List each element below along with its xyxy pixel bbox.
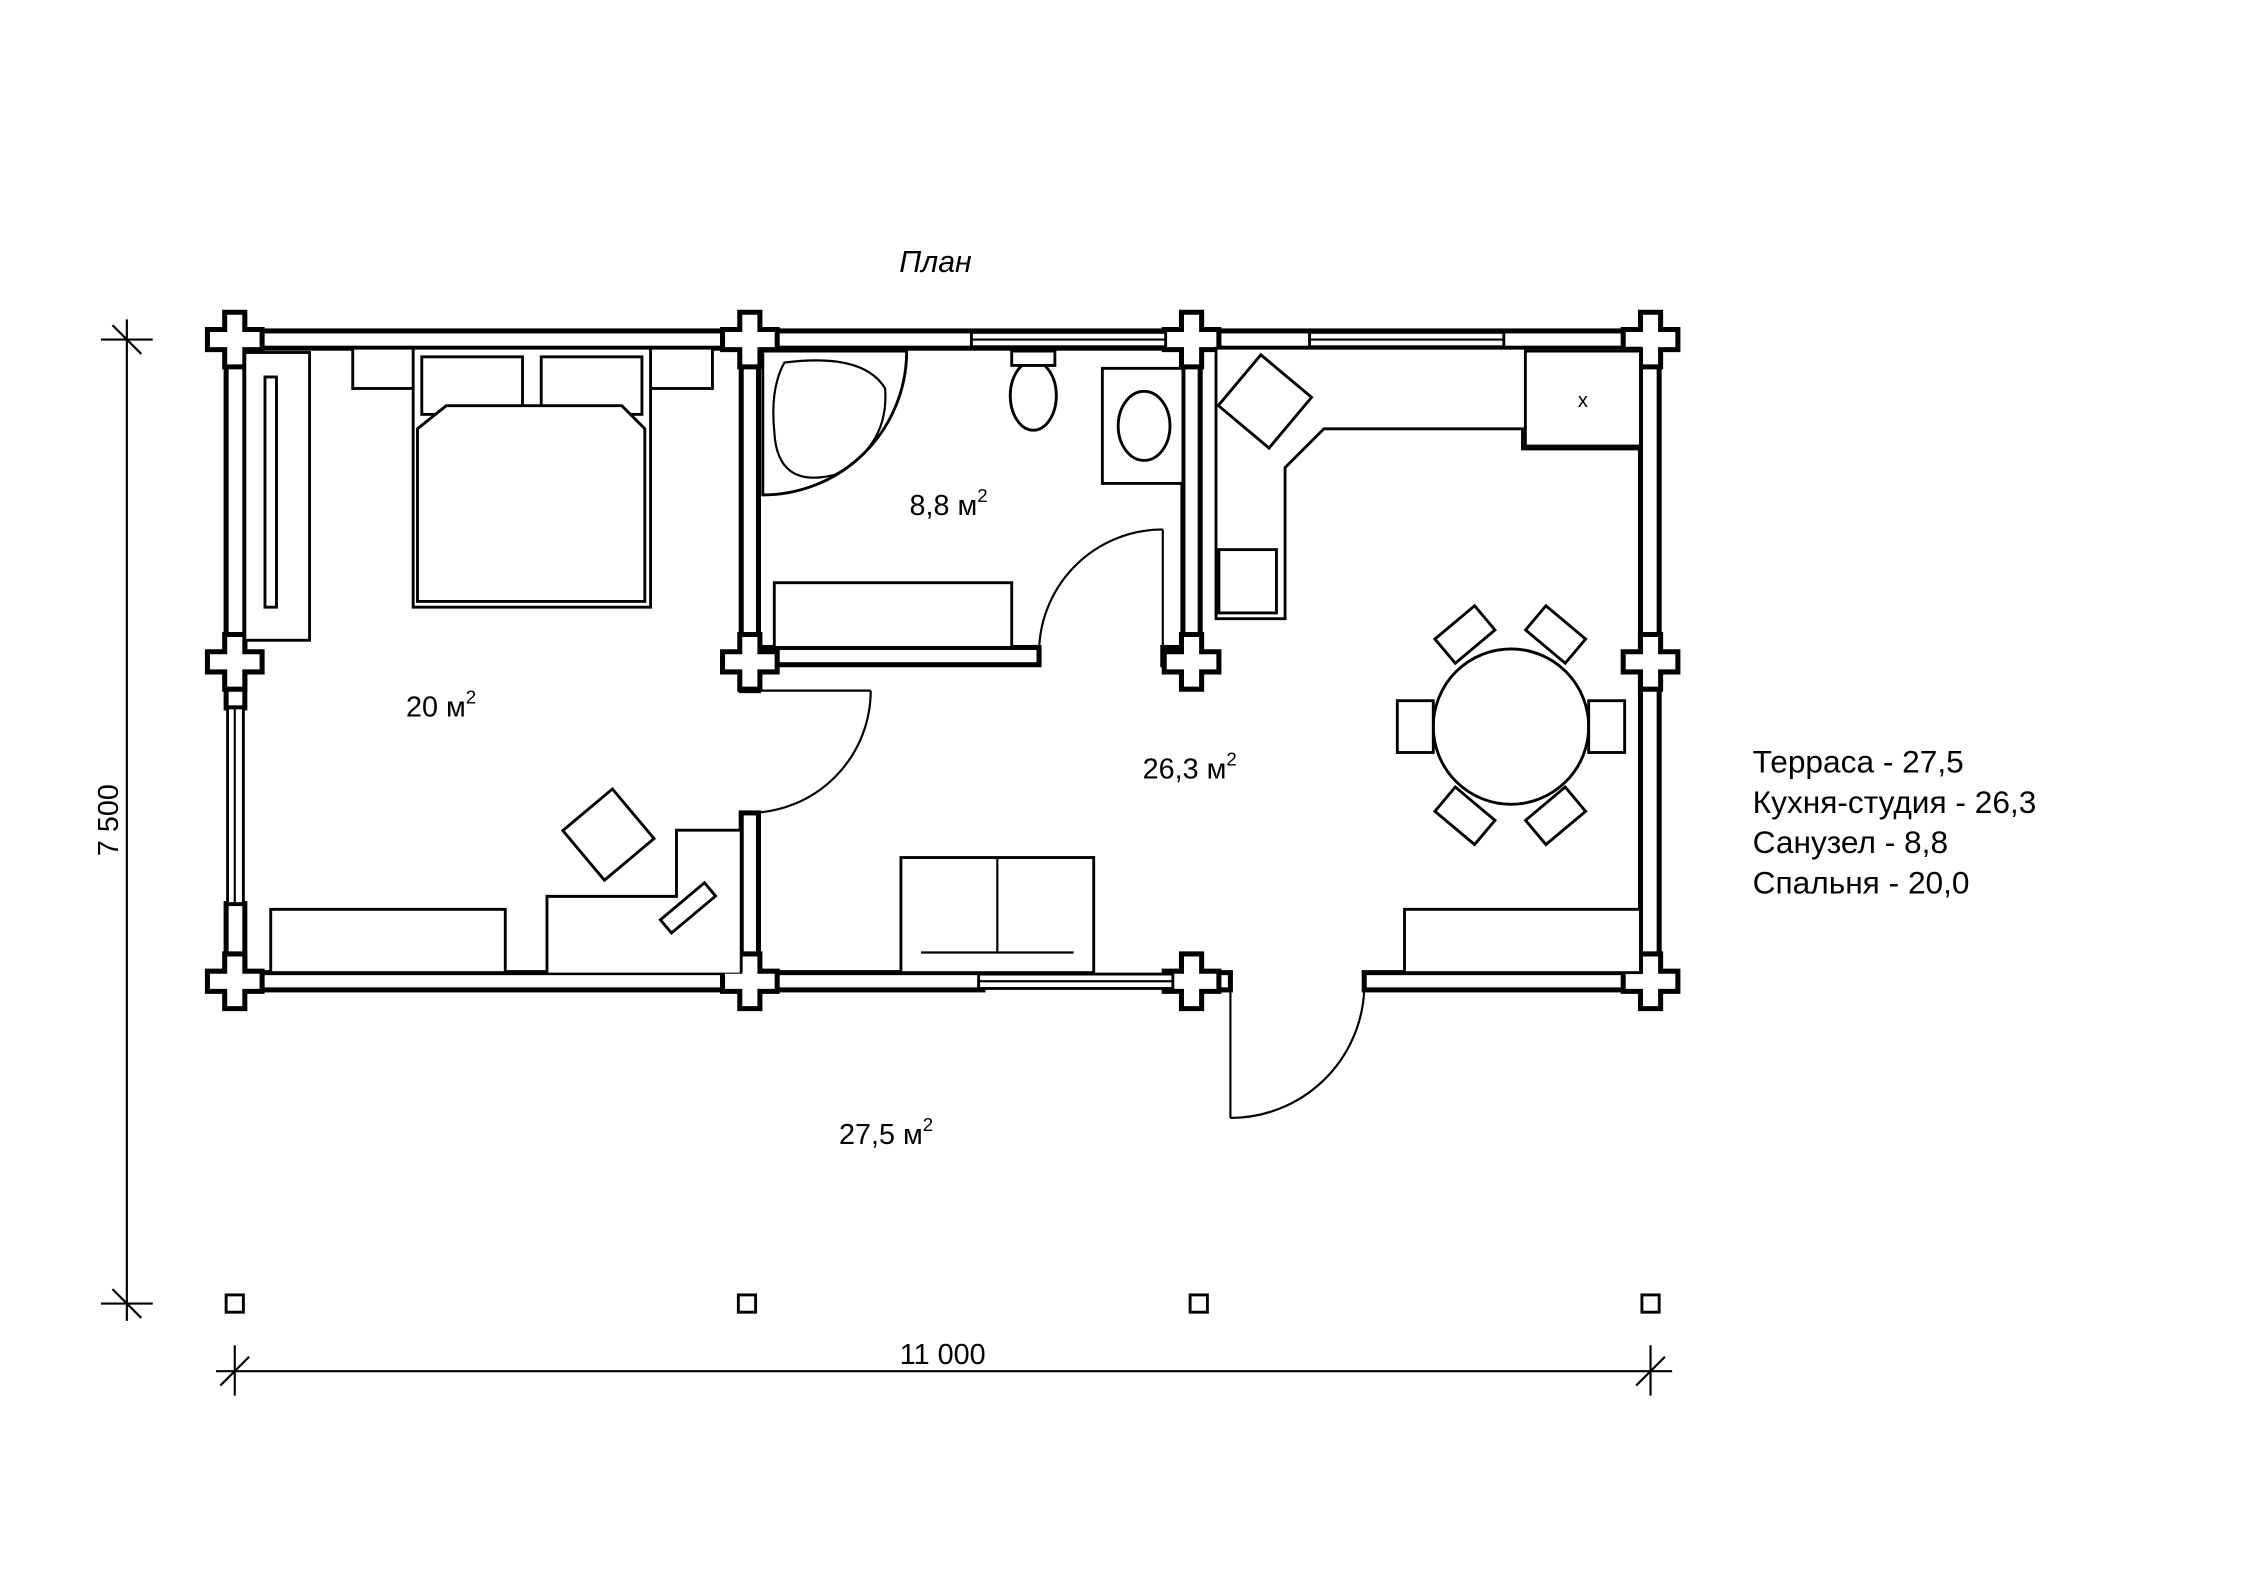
log-corner [719,631,780,692]
legend-item: Спальня - 20,0 [1753,864,1970,900]
log-corner [1161,309,1222,370]
log-corner [1161,631,1222,692]
bathroom-area: 8,8 м2 [910,485,988,522]
height-dimension: 7 500 [93,784,125,856]
terrace-area: 27,5 м2 [839,1114,933,1151]
area-legend: Терраса - 27,5 Кухня-студия - 26,3 Сануз… [1753,744,2037,901]
log-corner [719,309,780,370]
log-corner [1620,631,1681,692]
log-corner [204,951,265,1012]
bathroom-fixtures [761,349,1185,649]
kitchen-furniture [899,346,1642,975]
width-dimension: 11 000 [900,1339,986,1371]
log-corner [1620,309,1681,370]
legend-item: Кухня-студия - 26,3 [1753,784,2037,820]
stove-mark: x [1578,390,1588,412]
bedroom-area: 20 м2 [406,687,476,724]
legend-item: Терраса - 27,5 [1753,744,1964,780]
dimension-lines [100,319,1673,1396]
bedroom-furniture [243,346,743,975]
plan-title: План [899,246,972,279]
doors [749,528,1366,1120]
windows [226,330,1506,990]
legend-item: Санузел - 8,8 [1753,824,1948,860]
log-corners [204,309,1681,1012]
log-corner [1161,951,1222,1012]
log-corner [204,631,265,692]
kitchen-area: 26,3 м2 [1143,748,1237,785]
terrace-posts [224,1293,1661,1314]
